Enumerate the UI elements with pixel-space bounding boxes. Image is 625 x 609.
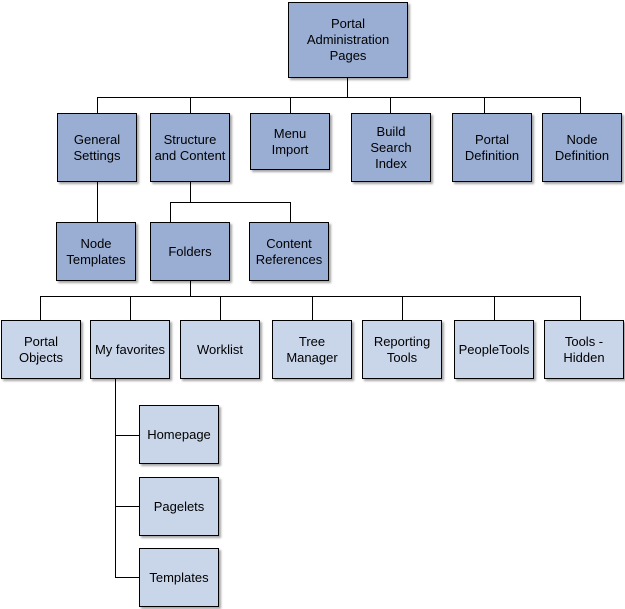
connector: [484, 97, 485, 113]
node-reporting-tools: Reporting Tools: [362, 320, 442, 379]
node-tree-manager: Tree Manager: [272, 320, 352, 379]
connector: [97, 181, 98, 223]
connector: [312, 296, 313, 320]
node-content-references: Content References: [249, 222, 329, 281]
connector: [170, 202, 171, 222]
connector: [390, 97, 391, 113]
node-portal-administration-pages: Portal Administration Pages: [288, 2, 408, 78]
connector: [220, 296, 221, 320]
node-portal-objects: Portal Objects: [1, 320, 81, 379]
node-menu-import: Menu Import: [250, 113, 330, 170]
connector: [115, 379, 116, 577]
node-build-search-index: Build Search Index: [351, 113, 431, 182]
node-folders: Folders: [150, 222, 230, 281]
connector: [97, 97, 581, 98]
node-structure-and-content: Structure and Content: [150, 113, 230, 182]
node-templates: Templates: [139, 548, 219, 607]
connector: [97, 97, 98, 113]
connector: [290, 97, 291, 113]
connector: [190, 281, 191, 297]
connector: [190, 97, 191, 113]
connector: [347, 77, 348, 98]
connector: [190, 181, 191, 203]
connector: [580, 296, 581, 320]
connector: [402, 296, 403, 320]
connector: [494, 296, 495, 320]
node-homepage: Homepage: [139, 405, 219, 464]
node-portal-definition: Portal Definition: [452, 113, 532, 182]
node-peopletools: PeopleTools: [454, 320, 534, 379]
connector: [40, 296, 581, 297]
connector: [40, 296, 41, 320]
connector: [115, 435, 139, 436]
node-worklist: Worklist: [180, 320, 260, 379]
node-node-templates: Node Templates: [56, 222, 136, 281]
node-pagelets: Pagelets: [139, 477, 219, 536]
node-tools-hidden: Tools - Hidden: [544, 320, 624, 379]
node-general-settings: General Settings: [57, 113, 137, 182]
node-my-favorites: My favorites: [90, 320, 170, 379]
node-node-definition: Node Definition: [542, 113, 622, 182]
connector: [130, 296, 131, 320]
connector: [115, 577, 139, 578]
connector: [580, 97, 581, 113]
connector: [290, 202, 291, 222]
connector: [115, 506, 139, 507]
connector: [170, 202, 291, 203]
